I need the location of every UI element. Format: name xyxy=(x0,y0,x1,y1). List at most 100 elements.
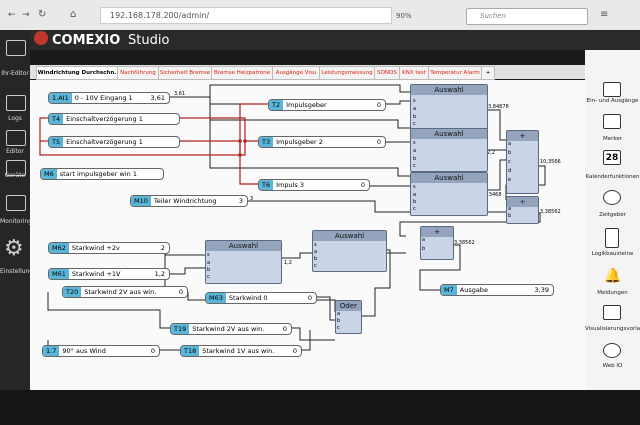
browser-search-input[interactable] xyxy=(466,8,588,25)
reload-icon[interactable]: ↻ xyxy=(38,9,47,20)
left-sidebar-item-label[interactable]: Geräte xyxy=(4,172,26,179)
tab-nachfuehrung[interactable]: Nachführung xyxy=(117,66,159,80)
node-value: 0 xyxy=(292,347,297,355)
timer-icon[interactable] xyxy=(603,190,621,205)
pencil-icon[interactable] xyxy=(6,130,26,146)
monitor-icon[interactable] xyxy=(6,195,26,211)
right-sidebar-item-label[interactable]: Zeitgeber xyxy=(599,212,626,218)
left-sidebar-item-label[interactable]: Editor xyxy=(6,148,24,155)
block-port: c xyxy=(337,325,340,331)
add-tab-button[interactable]: + xyxy=(481,66,495,80)
oder-block[interactable]: Oder xyxy=(335,300,362,334)
block-port: c xyxy=(413,206,416,212)
block-port: b xyxy=(508,150,512,156)
block-title: Auswahl xyxy=(411,85,487,95)
app-header xyxy=(30,30,640,50)
node-value: 3,61 xyxy=(150,94,165,102)
block-port: a xyxy=(508,206,512,212)
auswahl-block-3[interactable]: Auswahl xyxy=(410,172,488,216)
power-icon[interactable] xyxy=(34,31,48,45)
node-label: Starkwind 2V aus win. xyxy=(192,325,265,333)
block-port: s xyxy=(413,184,416,190)
right-sidebar-item-label[interactable]: Meldungen xyxy=(597,290,628,296)
block-port: s xyxy=(314,242,317,248)
tab-temperatur-alarm[interactable]: Temperatur Alarm xyxy=(428,66,482,80)
right-sidebar-item-label[interactable]: Logikbausteine xyxy=(591,251,634,257)
left-sidebar-item-label[interactable]: Logs xyxy=(8,115,22,122)
wire-value: 1,2 xyxy=(284,260,292,266)
node-value: 0 xyxy=(178,288,183,296)
right-sidebar-item-label[interactable]: Web IO xyxy=(602,363,623,369)
forward-icon[interactable]: → xyxy=(22,10,30,20)
app-brand: COMEXIO xyxy=(52,33,121,48)
node-id: 1.AI1 xyxy=(49,93,72,103)
tab-leistungsmessung[interactable]: Leistungsmessung xyxy=(319,66,375,80)
plus-block-1[interactable]: + xyxy=(506,130,539,194)
back-icon[interactable]: ← xyxy=(8,10,16,20)
address-bar[interactable] xyxy=(100,7,392,24)
right-sidebar-item-label[interactable]: Visualisierungsvorlagen xyxy=(585,326,640,332)
node-id: T3 xyxy=(259,137,274,147)
auswahl-block-2[interactable]: Auswahl xyxy=(410,128,488,172)
logic-icon[interactable] xyxy=(605,228,619,248)
node-value: 0 xyxy=(376,101,381,109)
calendar-icon[interactable]: 28 xyxy=(603,150,621,165)
plus-block-2[interactable]: + xyxy=(420,226,454,260)
auswahl-block-4[interactable]: Auswahl xyxy=(205,240,282,284)
node-label: start impulsgeber win 1 xyxy=(59,170,137,178)
node-label: Ausgabe xyxy=(459,286,488,294)
gear-icon[interactable]: ⚙ xyxy=(4,236,24,261)
node-value: 3,39 xyxy=(534,286,549,294)
wire-value: 3 xyxy=(250,196,254,202)
right-sidebar-item-label[interactable]: Kalenderfunktionen xyxy=(585,174,640,180)
node-value: 0 xyxy=(150,347,155,355)
editor-icon[interactable] xyxy=(6,40,26,56)
menu-icon[interactable]: ≡ xyxy=(600,9,609,20)
right-sidebar-item-label[interactable]: Merker xyxy=(602,136,623,142)
bell-icon[interactable]: 🔔 xyxy=(604,268,622,284)
visu-icon[interactable] xyxy=(603,305,621,320)
block-port: d xyxy=(508,168,512,174)
auswahl-block-5[interactable]: Auswahl xyxy=(312,230,387,272)
logs-icon[interactable] xyxy=(6,95,26,111)
left-sidebar-item-label[interactable]: Einstellungen xyxy=(0,268,41,275)
block-port: b xyxy=(314,256,318,262)
node-label: 90° aus Wind xyxy=(62,347,106,355)
url-text[interactable]: 192.168.178.200/admin/ xyxy=(110,11,210,20)
node-id: M7 xyxy=(441,285,457,295)
marker-icon[interactable] xyxy=(603,114,621,129)
node-value: 0 xyxy=(307,294,312,302)
left-sidebar-item-label[interactable]: Ihr-Editor xyxy=(1,70,29,77)
node-id: M6 xyxy=(41,169,57,179)
devices-icon[interactable] xyxy=(6,160,26,176)
block-port: c xyxy=(413,163,416,169)
zoom-level[interactable]: 90% xyxy=(396,12,412,20)
webio-icon[interactable] xyxy=(603,343,621,358)
right-sidebar-item-label[interactable]: Ein- und Ausgänge xyxy=(586,98,639,104)
io-icon[interactable] xyxy=(603,82,621,97)
node-value: 2 xyxy=(160,244,165,252)
divide-block[interactable]: ÷ xyxy=(506,196,539,224)
node-label: Starkwind 0 xyxy=(228,294,268,302)
home-icon[interactable]: ⌂ xyxy=(70,9,77,20)
logic-canvas[interactable] xyxy=(30,80,585,390)
auswahl-block-1[interactable]: Auswahl xyxy=(410,84,488,130)
wire-value: 3,61 xyxy=(174,91,186,97)
left-sidebar-item-label[interactable]: Monitoring xyxy=(0,218,33,225)
